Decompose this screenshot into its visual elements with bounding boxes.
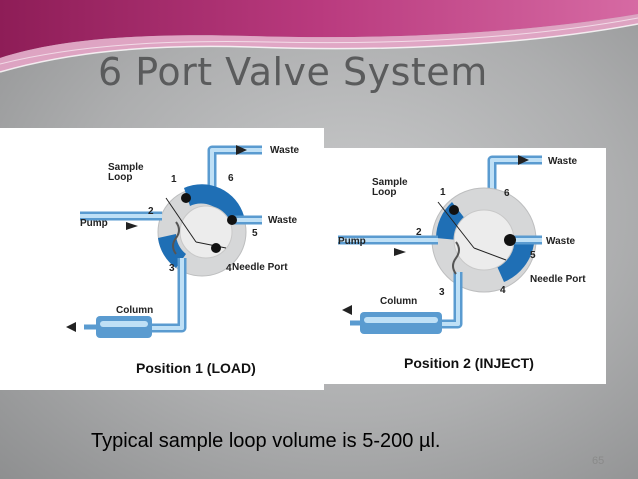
sample-loop-coil [452,241,460,275]
port-number-4: 4 [500,285,506,296]
label-pump: Pump [338,236,366,247]
port-number-6: 6 [504,188,510,199]
valve-load-svg: Sample Loop Pump Column Waste Waste Need… [66,145,300,376]
arrow-icon [342,305,352,315]
label-waste-top: Waste [270,145,300,156]
valve-inject-svg: Sample Loop Pump Column Waste Waste Need… [338,155,586,371]
port-number-1: 1 [440,187,446,198]
valve-diagram-load: Sample Loop Pump Column Waste Waste Need… [0,128,324,390]
sample-loop-coil [172,221,180,255]
port-1 [449,205,459,215]
label-waste-right: Waste [546,236,576,247]
label-needle-port: Needle Port [232,262,288,273]
port-number-5: 5 [530,250,536,261]
port-number-5: 5 [252,228,258,239]
caption-inject: Position 2 (INJECT) [404,355,534,371]
label-column: Column [116,305,153,316]
arrow-icon [518,155,529,165]
port-number-3: 3 [439,287,445,298]
label-pump: Pump [80,218,108,229]
label-loop: Loop [108,172,132,183]
slide-title: 6 Port Valve System [98,50,488,94]
port-1 [181,193,191,203]
label-column: Column [380,296,417,307]
port-number-3: 3 [169,263,175,274]
label-sample: Sample [108,162,144,173]
valve-diagram-inject: Sample Loop Pump Column Waste Waste Need… [324,148,606,384]
valve-channel [496,242,534,282]
arrow-icon [126,222,138,230]
port-number-1: 1 [171,174,177,185]
valve-rotor [179,205,233,259]
label-waste-top: Waste [548,156,578,167]
label-waste-right: Waste [268,215,298,226]
port-number-2: 2 [416,227,422,238]
port-number-6: 6 [228,173,234,184]
decorative-banner [0,0,638,73]
label-sample: Sample [372,177,408,188]
label-loop: Loop [372,187,396,198]
caption-load: Position 1 (LOAD) [136,360,256,376]
slide-caption: Typical sample loop volume is 5-200 µl. [91,430,441,452]
port-number-4: 4 [226,263,232,274]
page-number: 65 [592,455,605,467]
arrow-icon [236,145,247,155]
arrow-icon [66,322,76,332]
port-number-2: 2 [148,206,154,217]
label-needle-port: Needle Port [530,274,586,285]
valve-channel [184,184,244,222]
port-5 [504,234,516,246]
column-tube [440,272,460,326]
column-tube [150,258,184,330]
port-4 [211,243,221,253]
arrow-icon [394,248,406,256]
port-5 [227,215,237,225]
